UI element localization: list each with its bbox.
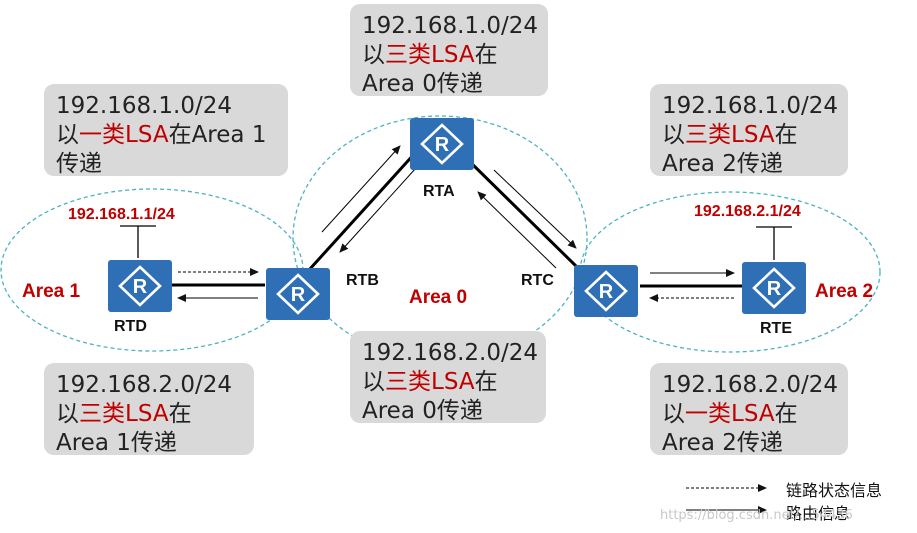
area2-boundary (579, 191, 881, 353)
router-rtb-label: RTB (346, 272, 379, 289)
box-lsa-line: 以三类LSA在 (362, 369, 498, 395)
box-network: 192.168.2.0/24 (662, 372, 839, 398)
arrow-rtc-to-rta (477, 191, 557, 269)
info-box-top-left: 192.168.1.0/24 以一类LSA在Area 1 传递 (44, 84, 288, 177)
box-network: 192.168.1.0/24 (662, 93, 839, 119)
router-rtc-icon[interactable]: R (574, 265, 638, 317)
arrow-rtb-to-rta (321, 145, 401, 233)
box-lsa-line: 以三类LSA在 (56, 401, 192, 427)
box-area-line: Area 0传递 (362, 398, 483, 424)
lsa-type: 三类LSA (685, 122, 775, 148)
box-area-line: Area 1传递 (56, 430, 177, 456)
router-rte-label: RTE (760, 320, 792, 337)
box-area-line: Area 2传递 (662, 430, 783, 456)
svg-text:R: R (291, 284, 306, 306)
box-network: 192.168.1.0/24 (362, 13, 539, 39)
router-rte-icon[interactable]: R (742, 262, 806, 314)
area0-label: Area 0 (409, 287, 468, 308)
link-rta-rtc (464, 156, 580, 270)
lsa-type: 三类LSA (79, 401, 169, 427)
lsa-type: 三类LSA (385, 369, 475, 395)
svg-text:R: R (599, 281, 614, 303)
area2-label: Area 2 (815, 281, 874, 302)
info-box-top-center: 192.168.1.0/24 以三类LSA在 Area 0传递 (350, 4, 548, 97)
lsa-type: 一类LSA (685, 401, 775, 427)
box-network: 192.168.1.0/24 (56, 93, 233, 119)
arrow-rta-to-rtc (493, 169, 577, 249)
rtd-ip-label: 192.168.1.1/24 (68, 206, 175, 223)
box-network: 192.168.2.0/24 (362, 340, 539, 366)
svg-text:R: R (435, 134, 450, 156)
watermark-text: https://blog.csdn.net/...54436 (660, 508, 853, 523)
link-rtb-rta (307, 150, 418, 272)
info-box-top-right: 192.168.1.0/24 以三类LSA在 Area 2传递 (650, 84, 848, 177)
box-area-line: Area 2传递 (662, 151, 783, 177)
box-lsa-line: 以一类LSA在Area 1 (56, 122, 267, 148)
router-rta-icon[interactable]: R (410, 118, 474, 170)
svg-text:R: R (767, 278, 782, 300)
svg-text:R: R (133, 276, 148, 298)
box-lsa-line: 以三类LSA在 (362, 42, 498, 68)
legend-dashed-label: 链路状态信息 (786, 481, 883, 500)
lsa-type: 一类LSA (79, 122, 169, 148)
box-network: 192.168.2.0/24 (56, 372, 233, 398)
router-rta-label: RTA (423, 183, 455, 200)
info-box-bottom-right: 192.168.2.0/24 以一类LSA在 Area 2传递 (650, 363, 848, 456)
arrow-rta-to-rtb (339, 167, 417, 253)
legend-solid-label: 路由信息 (786, 504, 851, 523)
box-area-line: 传递 (56, 151, 102, 177)
router-rtb-icon[interactable]: R (266, 268, 330, 320)
router-rtc-label: RTC (521, 272, 554, 289)
info-box-bottom-left: 192.168.2.0/24 以三类LSA在 Area 1传递 (44, 363, 254, 456)
box-area-line: Area 0传递 (362, 71, 483, 97)
box-lsa-line: 以一类LSA在 (662, 401, 798, 427)
router-rtd-label: RTD (114, 318, 147, 335)
rte-ip-label: 192.168.2.1/24 (694, 203, 801, 220)
router-rtd-icon[interactable]: R (108, 260, 172, 312)
area1-label: Area 1 (22, 281, 81, 302)
box-lsa-line: 以三类LSA在 (662, 122, 798, 148)
info-box-bottom-center: 192.168.2.0/24 以三类LSA在 Area 0传递 (350, 331, 546, 424)
lsa-type: 三类LSA (385, 42, 475, 68)
